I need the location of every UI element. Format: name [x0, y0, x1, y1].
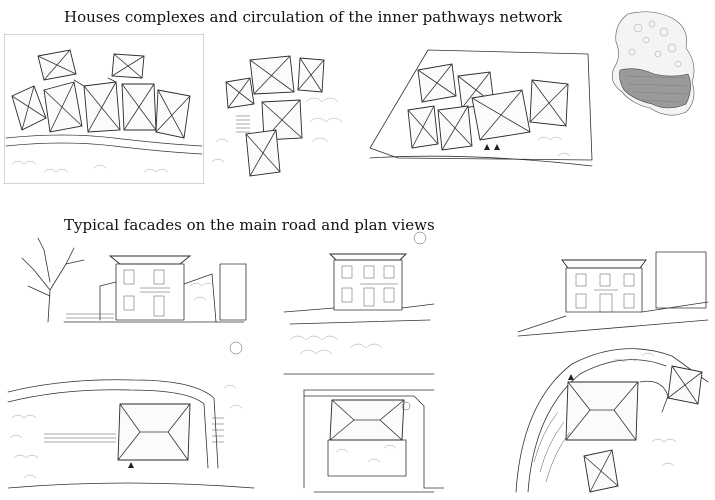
tree — [21, 237, 85, 323]
house-roofs — [11, 49, 191, 139]
pathway-marker — [494, 144, 500, 150]
facade-sketch-1-drawing — [21, 237, 247, 323]
facade-sketch-3-drawing — [517, 251, 709, 337]
entrance-marker — [568, 374, 574, 380]
key-map-drawing — [611, 11, 695, 116]
plan-view-1-drawing — [7, 341, 255, 489]
sketch-house-complex-2-drawing — [211, 55, 343, 177]
terrace-lines — [533, 411, 571, 483]
sketch-house-complex-3 — [368, 40, 596, 188]
plan-view-2-drawing — [303, 389, 445, 493]
sketch-house-complex-1 — [4, 34, 204, 184]
plan-view-3-drawing — [515, 348, 709, 493]
sketch-house-complex-3-drawing — [369, 49, 593, 167]
key-map — [602, 8, 710, 124]
facade-sketch-1 — [4, 230, 248, 330]
pathway-marker — [484, 144, 490, 150]
plan-view-1 — [4, 338, 258, 498]
stairs — [44, 417, 224, 443]
plan-view-2 — [284, 376, 454, 498]
entrance-marker — [128, 462, 134, 468]
plan-view-3 — [512, 342, 712, 498]
sketch-house-complex-1-drawing — [4, 34, 204, 184]
highlighted-area — [619, 68, 691, 109]
sketch-house-complex-2 — [206, 42, 356, 182]
facade-sketch-3 — [516, 232, 710, 340]
section-title-pathways: Houses complexes and circulation of the … — [64, 8, 563, 26]
facade-sketch-2 — [280, 230, 436, 380]
section-title-facades: Typical facades on the main road and pla… — [64, 216, 435, 234]
steps — [236, 115, 250, 133]
facade-sketch-2-drawing — [283, 231, 435, 375]
